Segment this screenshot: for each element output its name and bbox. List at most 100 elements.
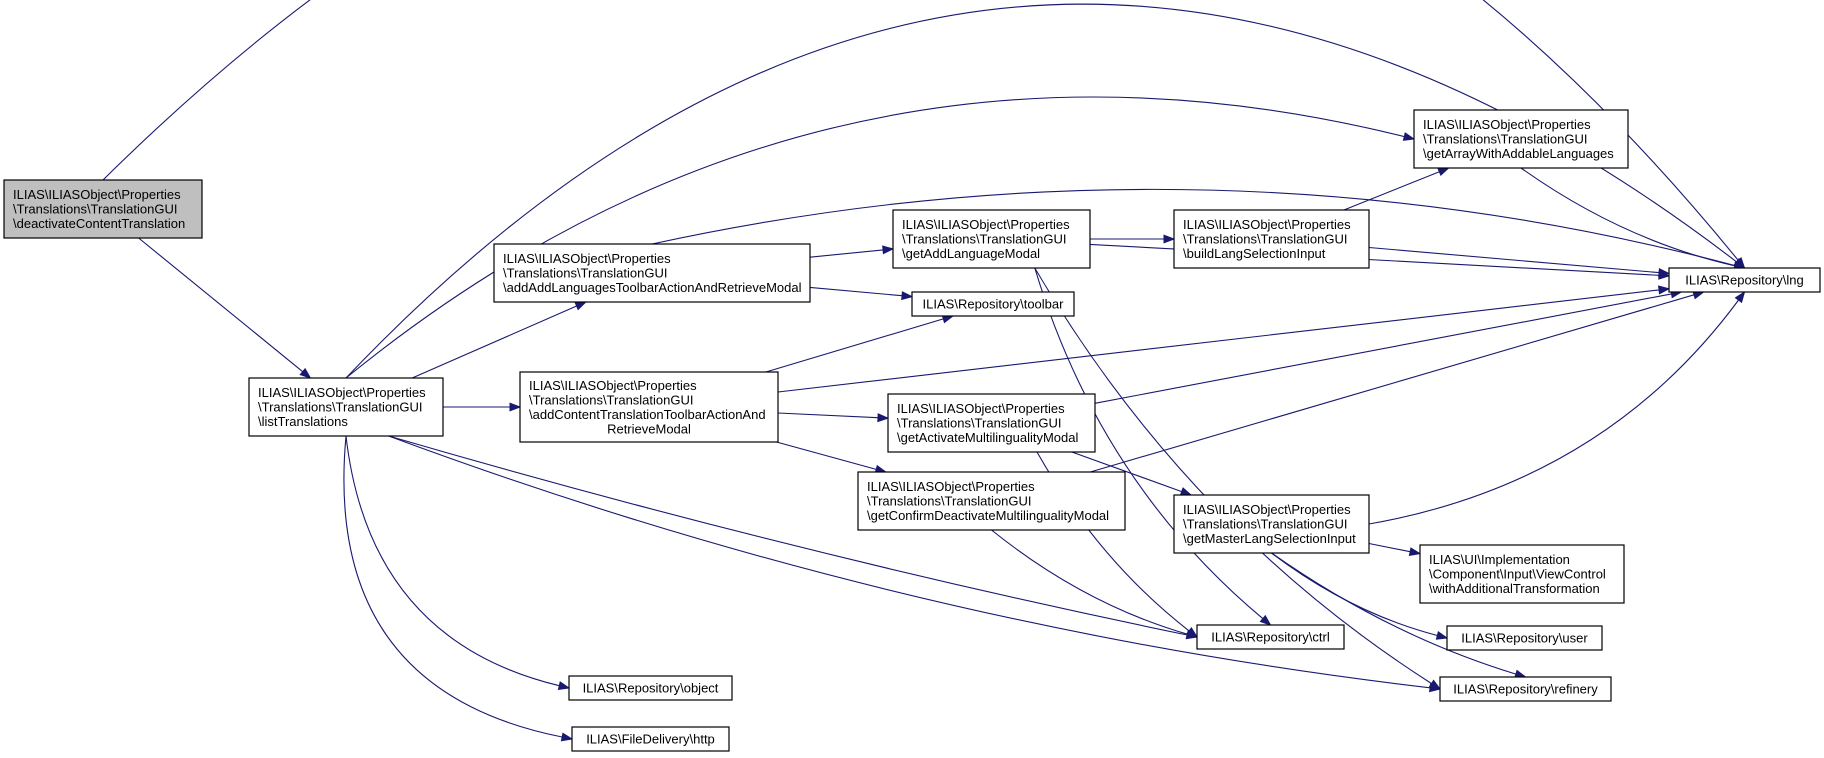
node-get-array[interactable]: ILIAS\ILIASObject\Properties\Translation… [1413, 109, 1629, 169]
edge-line [777, 289, 1660, 393]
node-ctrl[interactable]: ILIAS\Repository\ctrl [1196, 624, 1345, 650]
node-deactivate[interactable]: ILIAS\ILIASObject\Properties\Translation… [3, 179, 203, 239]
node-add-content-toolbar[interactable]: ILIAS\ILIASObject\Properties\Translation… [519, 371, 779, 443]
node-box [519, 371, 779, 443]
node-get-activate[interactable]: ILIAS\ILIASObject\Properties\Translation… [887, 393, 1096, 453]
node-box [493, 243, 811, 303]
node-label-line: ILIAS\Repository\object [583, 681, 719, 696]
edge-line [102, 0, 1739, 261]
node-label-line: ILIAS\ILIASObject\Properties [1183, 217, 1351, 232]
node-box [3, 179, 203, 239]
edge-get-confirm-to-ctrl [991, 529, 1199, 639]
edge-line [1368, 542, 1411, 553]
edge-line [651, 188, 1735, 267]
edge-line [1368, 299, 1740, 525]
node-box [911, 291, 1075, 317]
node-get-add-language-modal[interactable]: ILIAS\ILIASObject\Properties\Translation… [892, 209, 1091, 269]
node-box [1668, 267, 1821, 293]
node-label-line: \withAdditionalTransformation [1429, 581, 1600, 596]
node-label-line: \Translations\TranslationGUI [902, 232, 1067, 247]
node-label-line: ILIAS\ILIASObject\Properties [258, 385, 426, 400]
edge-list-to-http [343, 435, 574, 742]
node-label-line: ILIAS\Repository\lng [1685, 273, 1804, 288]
edge-get-master-to-with-additional [1368, 542, 1422, 557]
arrowhead [1734, 290, 1746, 304]
edge-list-to-add-lang-toolbar [411, 301, 588, 379]
node-label-line: \buildLangSelectionInput [1183, 246, 1326, 261]
arrowhead [1658, 285, 1671, 295]
edge-line [776, 441, 877, 470]
node-label-line: \Translations\TranslationGUI [897, 416, 1062, 431]
edge-line [411, 305, 577, 379]
node-lng[interactable]: ILIAS\Repository\lng [1668, 267, 1821, 293]
node-label-line: \getActivateMultilingualityModal [897, 430, 1078, 445]
node-label-line: \getArrayWithAddableLanguages [1423, 146, 1614, 161]
node-label-line: ILIAS\ILIASObject\Properties [503, 251, 671, 266]
node-label-line: \Translations\TranslationGUI [258, 400, 423, 415]
arrowhead [882, 245, 895, 255]
edges-layer [102, 0, 1746, 742]
arrowhead [299, 367, 312, 379]
arrowhead [1435, 630, 1449, 640]
arrowhead [1402, 132, 1416, 141]
node-label-line: ILIAS\ILIASObject\Properties [529, 378, 697, 393]
node-label-line: ILIAS\Repository\ctrl [1211, 630, 1330, 645]
node-label-line: ILIAS\Repository\user [1461, 631, 1588, 646]
node-object[interactable]: ILIAS\Repository\object [568, 675, 733, 701]
edge-list-to-object [345, 435, 571, 690]
edge-add-lang-toolbar-to-get-add-language-modal [809, 245, 895, 258]
node-label-line: \Translations\TranslationGUI [1183, 517, 1348, 532]
node-list[interactable]: ILIAS\ILIASObject\Properties\Translation… [248, 377, 444, 437]
edge-line [345, 96, 1405, 379]
node-label-line: ILIAS\ILIASObject\Properties [13, 187, 181, 202]
edge-line [991, 529, 1188, 635]
edge-line [1089, 243, 1660, 276]
node-box [1446, 625, 1603, 651]
edge-build-lang-to-get-array [1343, 167, 1450, 211]
node-label-line: ILIAS\FileDelivery\http [586, 732, 715, 747]
node-http[interactable]: ILIAS\FileDelivery\http [571, 726, 730, 752]
arrowhead [574, 301, 588, 311]
edge-list-to-add-content-toolbar [442, 402, 522, 412]
edge-line [1094, 293, 1672, 404]
edge-get-activate-to-lng [1094, 289, 1683, 404]
edge-get-master-to-lng [1368, 290, 1746, 525]
edge-get-array-to-lng [1520, 167, 1746, 271]
node-box [1439, 676, 1612, 702]
arrowhead [1179, 487, 1193, 496]
node-label-line: \Translations\TranslationGUI [1423, 132, 1588, 147]
node-add-lang-toolbar[interactable]: ILIAS\ILIASObject\Properties\Translation… [493, 243, 811, 303]
edge-add-content-toolbar-to-get-activate [777, 412, 890, 423]
node-with-additional[interactable]: ILIAS\UI\Implementation\Component\Input\… [1419, 544, 1625, 604]
node-label-line: \Translations\TranslationGUI [867, 494, 1032, 509]
node-label-line: ILIAS\ILIASObject\Properties [1423, 117, 1591, 132]
edge-line [1090, 294, 1695, 473]
edge-line [345, 3, 1737, 379]
node-box [857, 471, 1126, 531]
edge-line [345, 435, 560, 687]
edge-add-content-toolbar-to-lng [777, 285, 1671, 393]
node-refinery[interactable]: ILIAS\Repository\refinery [1439, 676, 1612, 702]
node-user[interactable]: ILIAS\Repository\user [1446, 625, 1603, 651]
node-label-line: ILIAS\ILIASObject\Properties [902, 217, 1070, 232]
node-box [1419, 544, 1625, 604]
node-box [887, 393, 1096, 453]
arrowhead [877, 413, 890, 423]
node-toolbar[interactable]: ILIAS\Repository\toolbar [911, 291, 1075, 317]
node-build-lang[interactable]: ILIAS\ILIASObject\Properties\Translation… [1173, 209, 1370, 269]
node-label-line: \addContentTranslationToolbarActionAnd [529, 407, 766, 422]
node-box [1173, 209, 1370, 269]
node-get-master[interactable]: ILIAS\ILIASObject\Properties\Translation… [1173, 494, 1370, 554]
edge-line [343, 435, 563, 738]
node-box [892, 209, 1091, 269]
edge-line [388, 435, 1188, 636]
node-label-line: ILIAS\ILIASObject\Properties [1183, 502, 1351, 517]
edge-line [809, 286, 903, 297]
node-box [571, 726, 730, 752]
edge-line [777, 412, 879, 419]
node-get-confirm[interactable]: ILIAS\ILIASObject\Properties\Translation… [857, 471, 1126, 531]
arrowhead [901, 291, 914, 301]
edge-list-to-get-array [345, 96, 1416, 379]
edge-line [1520, 167, 1735, 267]
node-box [568, 675, 733, 701]
